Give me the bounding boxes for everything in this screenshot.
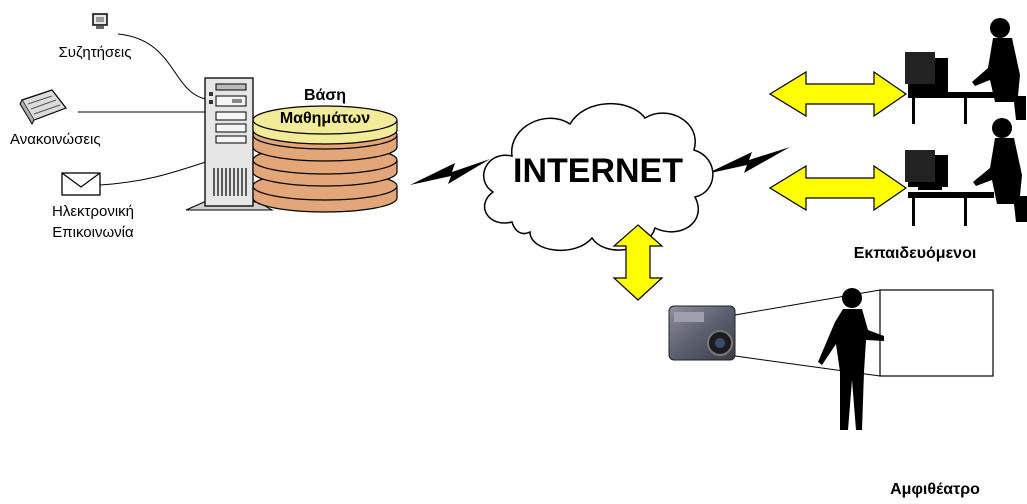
envelope-icon [61,172,101,196]
label-announcements: Ανακοινώσεις [10,131,101,148]
double-arrow-vertical [612,224,664,301]
projector-icon [668,305,736,361]
icon-connector-lines [78,33,216,186]
label-learners: Εκπαιδευόμενοι [853,245,977,262]
double-arrow-middle [768,164,908,212]
label-database-line2: Μαθημάτων [279,110,371,127]
newspaper-icon [19,89,67,126]
lightning-bolt-right [706,147,790,174]
label-email-line1: Ηλεκτρονική [52,203,134,220]
presenter-silhouette [818,288,884,430]
learner-workstation-1 [905,18,1026,124]
label-internet: INTERNET [513,152,683,190]
lightning-bolt-left [410,159,490,185]
label-amphitheater: Αμφιθέατρο [890,481,980,498]
label-database-line1: Βάση [303,87,347,104]
double-arrow-top [768,70,908,118]
projection-screen [879,289,994,377]
internet-cloud [483,102,714,252]
label-email-line2: Επικοινωνία [52,224,134,241]
monitor-icon [92,13,108,29]
learner-workstation-2 [905,118,1027,226]
label-discussions: Συζητήσεις [58,44,132,61]
database-stack [252,105,398,213]
